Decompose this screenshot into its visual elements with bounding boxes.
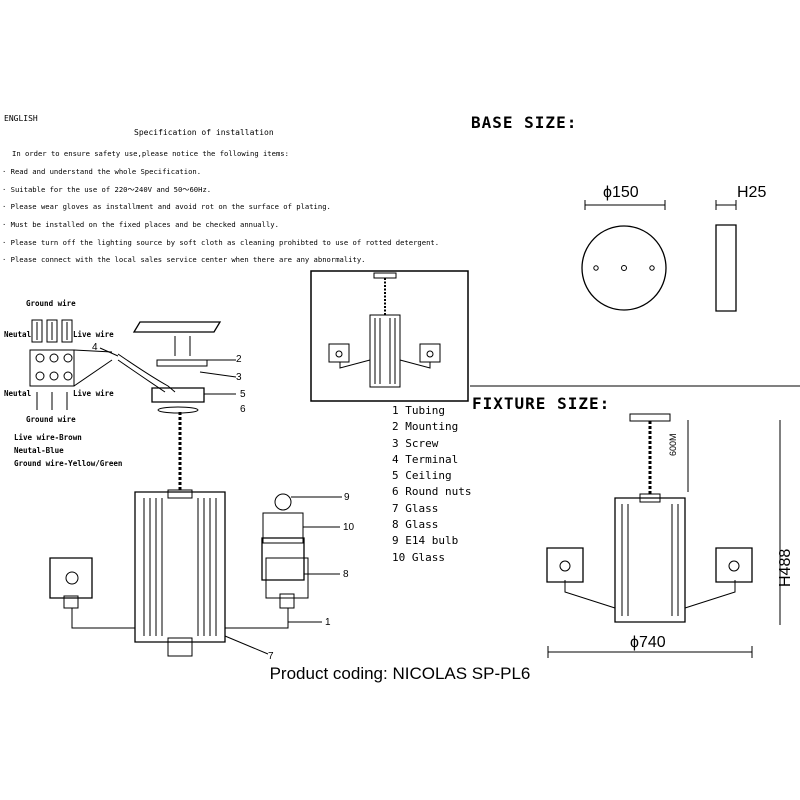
base-size-title: BASE SIZE: [471,113,578,132]
parts-list-item: 6 Round nuts [392,485,472,499]
spec-title: Specification of installation [134,128,274,137]
preview-fixture-drawing [311,271,468,401]
callout-7: 7 [268,651,274,662]
neutral-label-top: Neutal [4,330,32,339]
callout-6: 6 [240,404,246,415]
main-fixture-drawing [50,490,342,656]
ceiling-mount-drawing [118,322,236,413]
parts-list-item: 9 E14 bulb [392,534,459,548]
live-wire-label-bottom: Live wire [73,389,114,398]
wire-color-legend: Neutal-Blue [14,446,64,455]
fixture-width-dimension: ϕ740 [630,634,666,651]
wire-color-legend: Live wire-Brown [14,433,82,442]
base-diameter-dimension: ϕ150 [603,184,639,201]
instruction-bullet: · Read and understand the whole Specific… [2,167,202,176]
fixture-size-title: FIXTURE SIZE: [472,394,611,413]
product-coding: Product coding: NICOLAS SP-PL6 [269,664,531,683]
parts-list: 1 Tubing 2 Mounting 3 Screw 4 Terminal 5… [392,403,471,566]
callout-9: 9 [344,492,350,503]
parts-list-item: 2 Mounting [392,420,459,434]
parts-list-item: 3 Screw [392,436,439,450]
base-plate-drawing [582,200,736,311]
instruction-bullet: · Suitable for the use of 220～240V and 5… [2,185,212,194]
callout-2: 2 [236,354,242,365]
parts-list-item: 8 Glass [392,518,439,532]
instruction-bullet: · Please turn off the lighting source by… [2,238,440,247]
parts-list-item: 7 Glass [392,501,439,515]
instruction-bullet: · Please wear gloves as installment and … [2,202,331,211]
live-wire-label-top: Live wire [73,330,114,339]
language-label: ENGLISH [4,114,38,123]
parts-list-item: 5 Ceiling [392,469,452,483]
parts-list-item: 4 Terminal [392,452,459,466]
intro-text: In order to ensure safety use,please not… [12,149,289,158]
instruction-bullet: · Please connect with the local sales se… [2,255,366,264]
callout-8: 8 [343,569,349,580]
callout-4: 4 [92,342,98,353]
callout-3: 3 [236,372,242,383]
callout-5: 5 [240,389,246,400]
wire-color-legend: Ground wire-Yellow/Green [14,459,123,468]
instruction-bullet: · Must be installed on the fixed places … [2,220,279,229]
callout-10: 10 [343,522,355,533]
callout-1: 1 [325,617,331,628]
ground-wire-label-top: Ground wire [26,299,76,308]
base-height-dimension: H25 [737,184,767,201]
ground-wire-label-bottom: Ground wire [26,415,76,424]
parts-list-item: 10 Glass [392,550,445,564]
neutral-label-bottom: Neutal [4,389,32,398]
wiring-diagram [30,320,118,410]
fixture-size-drawing [547,414,780,658]
parts-list-item: 1 Tubing [392,404,445,417]
